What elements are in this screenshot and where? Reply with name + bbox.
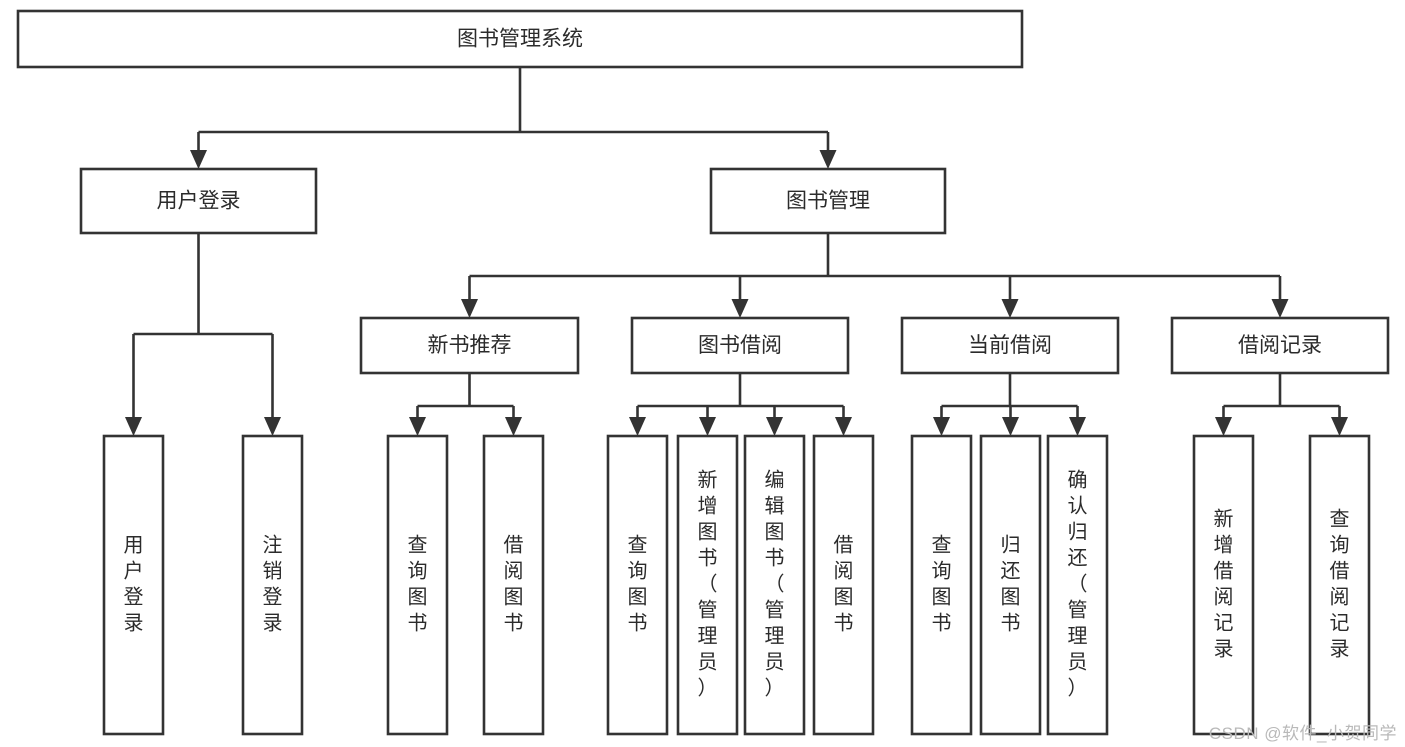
leaf-node-2[interactable]: 注销登录 [241,434,304,736]
level2-node-2[interactable]: 图书管理 [709,167,947,235]
leaf-node-box[interactable] [812,434,875,736]
level3-node-box[interactable] [900,316,1120,375]
arrow-head-icon [264,417,281,436]
arrow-head-icon [1215,417,1232,436]
arrow-head-icon [933,417,950,436]
arrow-head-icon [731,299,749,318]
arrow-head-icon [125,417,142,436]
leaf-node-box[interactable] [102,434,165,736]
arrow-head-icon [190,150,207,169]
leaf-node-box[interactable] [743,434,806,736]
arrow-head-icon [766,417,783,436]
level3-node-box[interactable] [630,316,850,375]
leaf-node-box[interactable] [606,434,669,736]
arrow-head-icon [1001,299,1019,318]
leaf-node-box[interactable] [910,434,973,736]
leaf-node-9[interactable]: 查询图书 [910,434,973,736]
leaf-node-label: 编辑图书（管理员） [765,469,785,700]
leaf-node-label: 确认归还（管理员） [1068,469,1088,700]
leaf-node-box[interactable] [676,434,739,736]
leaf-node-3[interactable]: 查询图书 [386,434,449,736]
leaf-node-label: 查询图书 [932,534,952,635]
root-node-box[interactable] [16,9,1024,69]
level2-node-label: 图书管理 [786,190,870,213]
leaf-node-box[interactable] [241,434,304,736]
arrow-head-icon [699,417,716,436]
leaf-node-label: 注销登录 [263,534,283,635]
leaf-node-6[interactable]: 新增图书（管理员） [676,434,739,736]
leaf-node-box[interactable] [482,434,545,736]
leaf-node-7[interactable]: 编辑图书（管理员） [743,434,806,736]
arrow-head-icon [505,417,522,436]
level3-node-2[interactable]: 图书借阅 [630,316,850,375]
leaf-node-10[interactable]: 归还图书 [979,434,1042,736]
arrow-head-icon [629,417,646,436]
level3-node-label: 借阅记录 [1238,334,1322,357]
leaf-node-label: 借阅图书 [504,534,524,635]
leaf-node-box[interactable] [1046,434,1109,736]
level3-node-box[interactable] [359,316,580,375]
leaf-node-label: 查询图书 [408,534,428,635]
leaf-node-box[interactable] [1308,434,1371,736]
leaf-node-4[interactable]: 借阅图书 [482,434,545,736]
leaf-node-box[interactable] [1192,434,1255,736]
level2-node-label: 用户登录 [157,190,241,213]
level3-node-4[interactable]: 借阅记录 [1170,316,1390,375]
leaf-node-label: 新增借阅记录 [1214,508,1234,661]
leaf-node-label: 归还图书 [1001,534,1021,635]
level3-node-label: 图书借阅 [698,334,782,357]
leaf-node-label: 查询图书 [628,534,648,635]
arrow-head-icon [1069,417,1086,436]
leaf-node-8[interactable]: 借阅图书 [812,434,875,736]
root-node-1[interactable]: 图书管理系统 [16,9,1024,69]
leaf-node-11[interactable]: 确认归还（管理员） [1046,434,1109,736]
root-node-label: 图书管理系统 [457,28,583,51]
level2-node-1[interactable]: 用户登录 [79,167,318,235]
arrow-head-icon [1331,417,1348,436]
leaf-node-label: 新增图书（管理员） [698,469,718,700]
leaf-node-12[interactable]: 新增借阅记录 [1192,434,1255,736]
leaf-node-box[interactable] [386,434,449,736]
leaf-node-label: 借阅图书 [834,534,854,635]
level2-node-box[interactable] [79,167,318,235]
arrow-head-icon [819,150,837,169]
level2-node-box[interactable] [709,167,947,235]
leaf-node-box[interactable] [979,434,1042,736]
arrow-head-icon [835,417,852,436]
leaf-node-13[interactable]: 查询借阅记录 [1308,434,1371,736]
leaf-node-label: 用户登录 [124,535,144,635]
level3-node-label: 当前借阅 [968,334,1052,357]
level3-node-1[interactable]: 新书推荐 [359,316,580,375]
arrow-head-icon [1002,417,1019,436]
arrow-head-icon [461,299,478,318]
level3-node-box[interactable] [1170,316,1390,375]
node-layer: 图书管理系统用户登录图书管理新书推荐图书借阅当前借阅借阅记录用户登录注销登录查询… [16,9,1390,736]
arrow-head-icon [409,417,426,436]
leaf-node-1[interactable]: 用户登录 [102,434,165,736]
leaf-node-label: 查询借阅记录 [1330,508,1350,661]
leaf-node-5[interactable]: 查询图书 [606,434,669,736]
connector-layer [125,67,1348,436]
arrow-head-icon [1271,299,1289,318]
level3-node-label: 新书推荐 [428,334,512,357]
level3-node-3[interactable]: 当前借阅 [900,316,1120,375]
